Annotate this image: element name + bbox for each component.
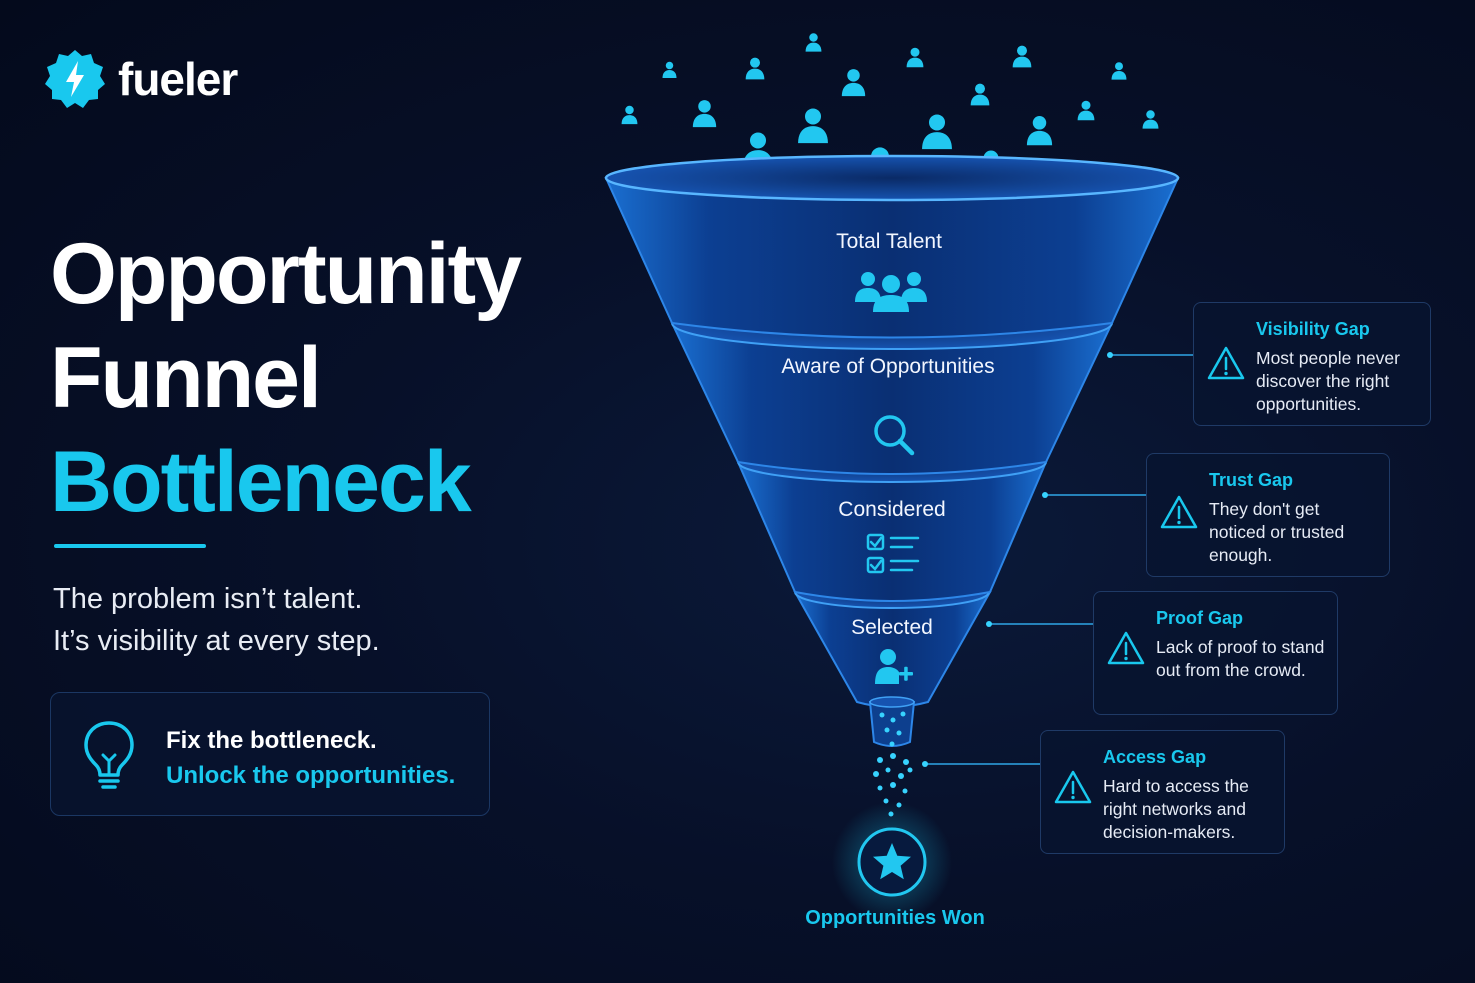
- gap-box-proof: Proof Gap Lack of proof to stand out fro…: [1093, 591, 1338, 715]
- lightning-badge-icon: [45, 50, 105, 108]
- warning-icon: [1207, 346, 1245, 380]
- search-icon: [874, 415, 915, 456]
- outcome-label: Opportunities Won: [805, 907, 985, 929]
- stage-label-total-talent: Total Talent: [836, 230, 942, 253]
- gap-box-trust: Trust Gap They don't get noticed or trus…: [1146, 453, 1390, 577]
- title-line-1: Opportunity: [50, 226, 522, 322]
- gap-box-access: Access Gap Hard to access the right netw…: [1040, 730, 1285, 854]
- title-line-2: Funnel: [50, 330, 322, 426]
- gap-title: Access Gap: [1103, 747, 1207, 767]
- gap-description: Most people never discover the right opp…: [1256, 348, 1400, 414]
- gap-description: They don't get noticed or trusted enough…: [1209, 499, 1345, 565]
- funnel-rim: [604, 154, 1180, 202]
- funnel-segment-aware: [670, 322, 1114, 475]
- cta-line-2: Unlock the opportunities.: [166, 762, 456, 789]
- stage-label-considered: Considered: [838, 498, 946, 521]
- gap-box-visibility: Visibility Gap Most people never discove…: [1193, 302, 1431, 426]
- warning-icon: [1107, 631, 1145, 665]
- lightbulb-icon: [84, 721, 134, 789]
- checklist-icon: [866, 533, 920, 574]
- warning-icon: [1054, 770, 1092, 804]
- subtitle-line-1: The problem isn’t talent.: [53, 583, 363, 615]
- gap-description: Hard to access the right networks and de…: [1103, 776, 1249, 842]
- warning-icon: [1160, 495, 1198, 529]
- gap-title: Proof Gap: [1156, 608, 1244, 628]
- add-person-icon: [875, 649, 913, 684]
- funnel-segment-selected: [793, 591, 992, 708]
- title-underline: [54, 544, 206, 548]
- page-title: Opportunity Funnel Bottleneck: [50, 222, 522, 534]
- stage-label-aware: Aware of Opportunities: [781, 355, 995, 378]
- gap-title: Visibility Gap: [1256, 319, 1370, 339]
- gap-connectors: [925, 354, 1193, 765]
- stage-label-selected: Selected: [851, 616, 933, 639]
- funnel-segment-considered: [736, 461, 1048, 602]
- brand-logo: fueler: [44, 48, 238, 110]
- gap-title: Trust Gap: [1209, 470, 1294, 490]
- brand-name: fueler: [118, 53, 238, 105]
- funnel-segment-total-talent: [604, 177, 1180, 339]
- people-group-icon: [855, 272, 927, 312]
- cta-box: Fix the bottleneck. Unlock the opportuni…: [50, 692, 490, 816]
- subtitle-line-2: It’s visibility at every step.: [53, 625, 380, 657]
- gap-description: Lack of proof to stand out from the crow…: [1156, 637, 1325, 680]
- cta-line-1: Fix the bottleneck.: [166, 727, 377, 754]
- title-line-3: Bottleneck: [50, 434, 472, 530]
- subtitle: The problem isn’t talent. It’s visibilit…: [53, 578, 380, 662]
- star-icon: [873, 843, 911, 880]
